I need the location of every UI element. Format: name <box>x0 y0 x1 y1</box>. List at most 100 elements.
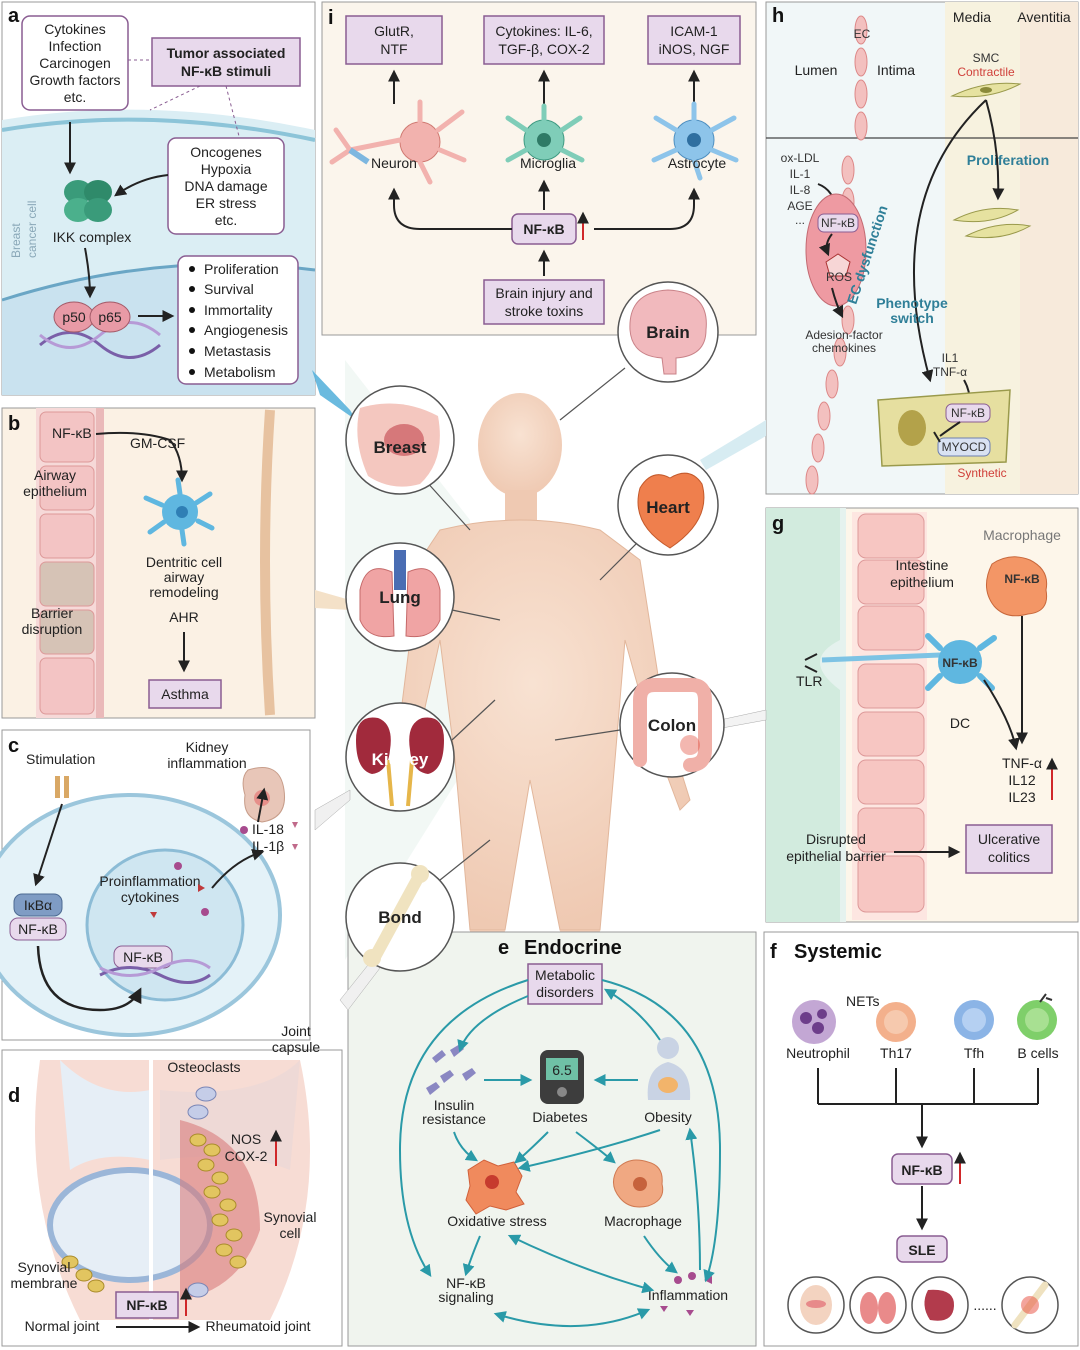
insulin-resistance-icon <box>426 1044 476 1095</box>
nfkb-signaling-line2: signaling <box>438 1289 493 1305</box>
capsule-line2: capsule <box>272 1039 320 1055</box>
nfkb-signaling-line1: NF-κB <box>446 1275 486 1291</box>
cell-tfh: Tfh <box>964 1045 984 1061</box>
ikba-complex: IκBα NF-κB <box>9 893 67 941</box>
stress-hypoxia: Hypoxia <box>201 161 252 177</box>
stimuli-title-box: Tumor associated NF-κB stimuli <box>151 37 301 87</box>
organ-lung[interactable]: Lung <box>345 542 455 652</box>
panel-d: d Joint capsule Osteoclasts NOS COX-2 Sy… <box>1 1023 343 1347</box>
svg-text:NF-κB: NF-κB <box>18 921 58 937</box>
stim-age: AGE <box>787 199 812 213</box>
tfh-icon <box>954 1000 994 1040</box>
svg-text:iNOS, NGF: iNOS, NGF <box>659 41 730 57</box>
p50-protein: p50 <box>53 301 95 333</box>
stress-list-box: Oncogenes Hypoxia DNA damage ER stress e… <box>167 137 285 235</box>
panel-d-letter: d <box>8 1085 20 1107</box>
stimuli-title-line1: Tumor associated <box>167 45 286 61</box>
macrophage-icon <box>613 1159 664 1208</box>
switch-line2: switch <box>890 310 934 326</box>
glucometer-icon: 6.5 <box>540 1050 584 1104</box>
dc-cell: NF-κB <box>925 633 997 691</box>
panel-a: a Cytokines Infection Carcinogen Growth … <box>1 1 316 396</box>
stimuli-title-line2: NF-κB stimuli <box>181 63 271 79</box>
organ-bone-label: Bond <box>378 908 421 927</box>
insulin-line1: Insulin <box>434 1097 474 1113</box>
lumen-label: Lumen <box>795 62 838 78</box>
neuron-icon <box>329 99 467 185</box>
panel-h: h Media Aventitia EC Lumen Intima SMC Co… <box>765 1 1079 495</box>
obesity-icon <box>647 1037 691 1100</box>
kidney-infl-line1: Kidney <box>186 739 229 755</box>
panel-i-letter: i <box>328 7 334 29</box>
nfkb-nuclear: NF-κB <box>113 945 173 969</box>
obesity-label: Obesity <box>644 1109 691 1125</box>
ec-label: EC <box>854 27 871 41</box>
organ-bone[interactable]: Bond <box>345 862 455 972</box>
stimulus-carcinogen: Carcinogen <box>39 55 111 71</box>
il18-label: IL-18 <box>252 821 284 837</box>
panel-e-letter: e <box>498 937 509 959</box>
adhesion-line2: chemokines <box>812 341 876 355</box>
organ-breast[interactable]: Breast <box>345 385 455 495</box>
stimulation-label: Stimulation <box>26 751 95 767</box>
proinf-line2: cytokines <box>121 889 179 905</box>
panel-a-letter: a <box>8 5 20 27</box>
asthma-label: Asthma <box>161 686 209 702</box>
dc-line1: Dentritic cell <box>146 554 222 570</box>
il1-label: IL1 <box>942 351 959 365</box>
microglia-output-box: Cytokines: IL-6, TGF-β, COX-2 <box>483 15 605 65</box>
b-cell-icon <box>1017 993 1057 1040</box>
p65-protein: p65 <box>89 301 131 333</box>
metabolic-line1: Metabolic <box>535 967 595 983</box>
astrocyte-icon <box>651 101 739 181</box>
organ-kidney[interactable]: Kidney <box>345 702 455 812</box>
microglia-icon <box>505 103 585 163</box>
stimuli-list-box: Cytokines Infection Carcinogen Growth fa… <box>21 15 129 111</box>
panel-f-title: Systemic <box>794 941 882 963</box>
colitis-line2: colitics <box>988 849 1030 865</box>
organ-heart-label: Heart <box>646 498 690 517</box>
organ-brain[interactable]: Brain <box>617 281 719 383</box>
panel-e: e Endocrine Metabolic disorders Insulin … <box>347 931 757 1347</box>
organ-heart[interactable]: Heart <box>617 454 719 556</box>
svg-text:IκBα: IκBα <box>24 897 52 913</box>
capsule-line1: Joint <box>281 1023 311 1039</box>
adhesion-line1: Adesion-factor <box>805 328 882 342</box>
tnfa-label: TNF-α <box>1002 755 1042 771</box>
barrier-line2: epithelial barrier <box>786 848 886 864</box>
cell-b-cells: B cells <box>1017 1045 1058 1061</box>
dc-line2: airway <box>164 569 204 585</box>
nfkb-label: NF-κB <box>126 1297 167 1313</box>
stimulus-etc: etc. <box>64 89 87 105</box>
svg-text:TGF-β, COX-2: TGF-β, COX-2 <box>498 41 589 57</box>
organ-kidney-label: Kidney <box>372 750 429 769</box>
svg-text:GlutR,: GlutR, <box>374 23 414 39</box>
osteoclasts-label: Osteoclasts <box>167 1059 240 1075</box>
neuron-output-box: GlutR, NTF <box>345 15 443 65</box>
organ-colon-label: Colon <box>648 716 696 735</box>
organ-colon[interactable]: Colon <box>619 672 725 778</box>
diabetes-label: Diabetes <box>532 1109 587 1125</box>
stim-il1: IL-1 <box>790 167 811 181</box>
macrophage-label: Macrophage <box>604 1213 682 1229</box>
synovial-membrane-line2: membrane <box>11 1275 78 1291</box>
astrocyte-label: Astrocyte <box>668 155 727 171</box>
synovial-cell-line2: cell <box>279 1225 300 1241</box>
sle-organ-icons <box>787 1276 1059 1334</box>
normal-joint-label: Normal joint <box>25 1318 100 1334</box>
smc-nfkb: NF-κB <box>951 406 985 420</box>
stimulus-cytokines: Cytokines <box>44 21 105 37</box>
synovial-cell-line1: Synovial <box>264 1209 317 1225</box>
myocd-label: MYOCD <box>942 440 987 454</box>
ikk-complex-icon <box>64 180 112 222</box>
media-label: Media <box>953 9 991 25</box>
synovial-cells <box>61 1133 247 1293</box>
dc-line3: remodeling <box>149 584 218 600</box>
cell-neutrophil: Neutrophil <box>786 1045 850 1061</box>
panel-c-letter: c <box>8 735 19 757</box>
ahr-label: AHR <box>169 609 199 625</box>
panel-g-letter: g <box>772 513 784 535</box>
stimulus-growth-factors: Growth factors <box>29 72 120 88</box>
th17-icon <box>876 1002 916 1042</box>
injury-line2: stroke toxins <box>505 303 584 319</box>
